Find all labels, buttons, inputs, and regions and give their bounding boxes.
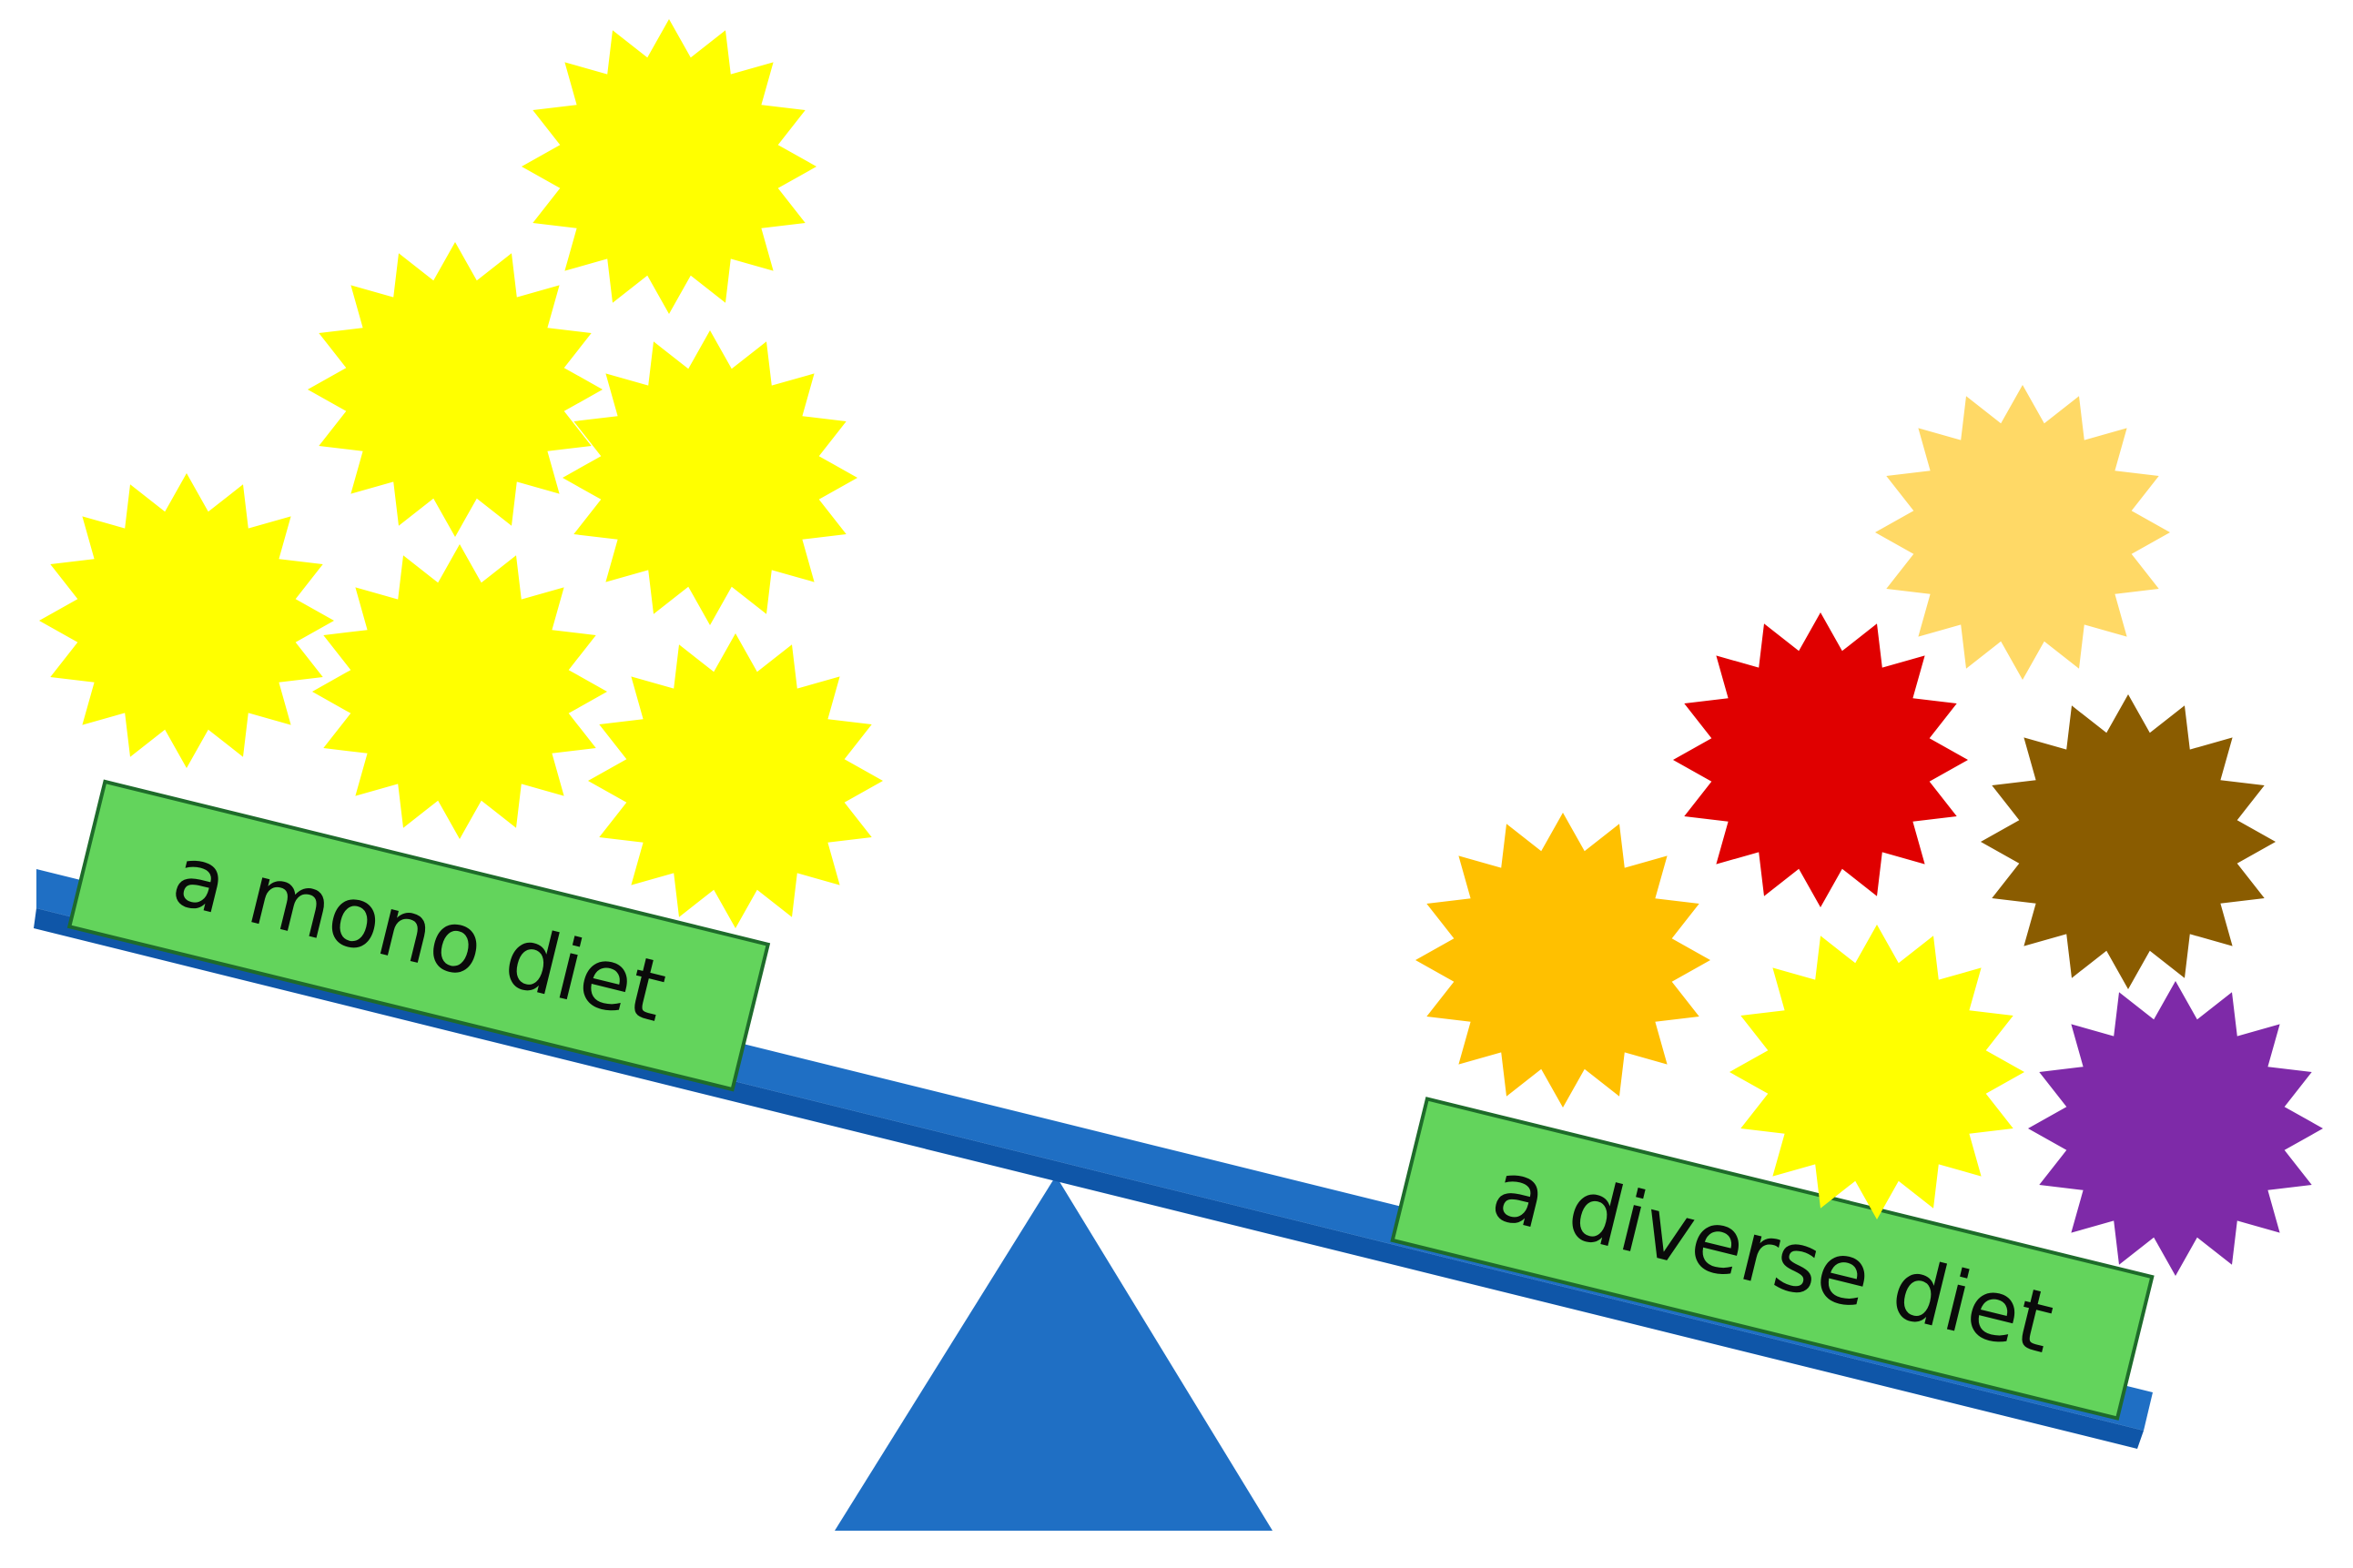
yellow-star-3 (563, 330, 857, 625)
orange-star (1415, 813, 1710, 1108)
red-star (1673, 612, 1968, 907)
diverse-diet-stars (1415, 385, 2323, 1276)
yellow-star-6 (588, 633, 883, 928)
yellow-star-5 (312, 544, 607, 839)
yellow-star-right (1729, 925, 2024, 1219)
mono-diet-label-box (66, 779, 771, 1092)
yellow-star-4 (39, 473, 334, 768)
mono-diet-stars (39, 19, 883, 928)
fulcrum-triangle (835, 1176, 1273, 1531)
purple-star (2028, 981, 2323, 1276)
yellow-star-1 (522, 19, 816, 314)
diverse-diet-label-box (1390, 1097, 2155, 1421)
diverse-diet-label: a diverse diet (1390, 1097, 2155, 1421)
brown-star (1981, 694, 2276, 989)
tan-star (1875, 385, 2170, 680)
yellow-star-2 (308, 242, 603, 537)
